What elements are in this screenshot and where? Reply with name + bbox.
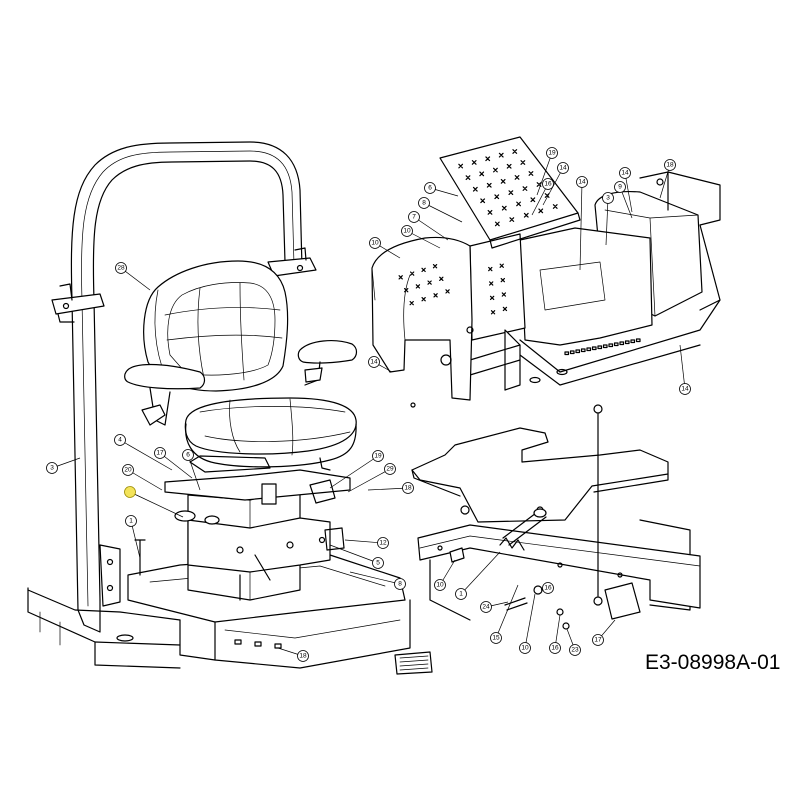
callout-28[interactable]: 28 xyxy=(115,262,151,291)
seat xyxy=(124,260,358,471)
callout-1[interactable]: 1 xyxy=(455,551,501,600)
callout-number: 15 xyxy=(492,635,500,642)
callout-number: 12 xyxy=(379,540,387,547)
callout-number: 28 xyxy=(117,265,125,272)
callout-number: 10 xyxy=(521,645,529,652)
callout-8[interactable]: 8 xyxy=(418,197,463,223)
callout-19[interactable]: 19 xyxy=(329,450,384,489)
perforation-pattern xyxy=(488,263,508,315)
callout-6[interactable]: 6 xyxy=(182,449,201,491)
callout-number: 6 xyxy=(186,452,190,459)
callout-19[interactable]: 19 xyxy=(536,147,558,196)
callout-number: 18 xyxy=(666,162,674,169)
callout-number: 17 xyxy=(594,637,602,644)
callout-24[interactable]: 24 xyxy=(480,601,509,613)
callout-number: 1 xyxy=(459,591,463,598)
callout-number: 14 xyxy=(621,170,629,177)
callout-number: 14 xyxy=(681,386,689,393)
callout-number: 14 xyxy=(370,359,378,366)
callout-number: 1 xyxy=(129,518,133,525)
callout-number: 16 xyxy=(551,645,559,652)
callout-10[interactable]: 10 xyxy=(434,559,456,591)
callout-number: 7 xyxy=(412,214,416,221)
seat-suspension xyxy=(134,455,351,601)
callout-number: 24 xyxy=(482,604,490,611)
callout-16[interactable]: 16 xyxy=(549,614,561,654)
perforation-pattern xyxy=(458,149,558,227)
callout-number: 6 xyxy=(428,185,432,192)
chassis-upper xyxy=(371,136,721,408)
callout-number: 5 xyxy=(376,560,380,567)
callout-number: 19 xyxy=(374,453,382,460)
perforation-pattern xyxy=(398,264,450,306)
callout-16[interactable]: 16 xyxy=(531,178,554,216)
callout-4[interactable]: 4 xyxy=(114,434,173,471)
callout-14[interactable]: 14 xyxy=(576,176,588,271)
callout-10[interactable]: 10 xyxy=(369,237,401,259)
callout-number: 18 xyxy=(404,485,412,492)
callout-number: 14 xyxy=(559,165,567,172)
callout-12[interactable]: 12 xyxy=(344,537,389,549)
callout-14[interactable]: 14 xyxy=(542,162,569,206)
callout-10[interactable]: 10 xyxy=(519,593,536,654)
callout-18[interactable]: 18 xyxy=(367,482,414,494)
callout-17[interactable]: 17 xyxy=(154,447,193,479)
callout-number: 20 xyxy=(124,467,132,474)
callout-number: 3 xyxy=(50,465,54,472)
callout-number: 16 xyxy=(544,181,552,188)
callout-18[interactable]: 18 xyxy=(277,647,309,662)
callout-number: 8 xyxy=(422,200,426,207)
callout-29[interactable]: 29 xyxy=(347,463,396,493)
callout-number: 10 xyxy=(403,228,411,235)
callout-number: 9 xyxy=(618,184,622,191)
callout-number: 29 xyxy=(386,466,394,473)
callout-3[interactable]: 3 xyxy=(46,457,81,474)
callout-23[interactable]: 23 xyxy=(566,628,581,656)
callout-number: 19 xyxy=(548,150,556,157)
callouts: 3 28 4 17 20 6 1 19 29 18 12 5 8 18 19 1… xyxy=(46,147,691,662)
mower-deck xyxy=(27,587,181,669)
callout-7[interactable]: 7 xyxy=(408,211,449,241)
callout-number: 23 xyxy=(571,647,579,654)
callout-9[interactable]: 9 xyxy=(614,181,633,219)
callout-8[interactable]: 8 xyxy=(349,571,406,590)
callout-20[interactable]: 20 xyxy=(122,464,163,491)
callout-3[interactable]: 3 xyxy=(602,192,614,246)
grille-slots xyxy=(564,338,641,356)
callout-10[interactable]: 10 xyxy=(401,225,441,249)
callout-14[interactable]: 14 xyxy=(368,356,393,373)
callout-highlighted[interactable] xyxy=(124,486,184,518)
seat-pivot-bracket xyxy=(411,404,701,630)
callout-number: 18 xyxy=(299,653,307,660)
callout-14[interactable]: 14 xyxy=(679,344,691,395)
callout-number: 4 xyxy=(118,437,122,444)
callout-17[interactable]: 17 xyxy=(592,619,616,646)
callout-number: 3 xyxy=(606,195,610,202)
callout-5[interactable]: 5 xyxy=(329,544,384,569)
callout-16[interactable]: 16 xyxy=(540,582,554,594)
callout-number: 16 xyxy=(544,585,552,592)
callout-number: 10 xyxy=(371,240,379,247)
callout-1[interactable]: 1 xyxy=(125,515,141,559)
callout-number: 8 xyxy=(398,581,402,588)
callout-15[interactable]: 15 xyxy=(490,584,519,644)
callout-number: 14 xyxy=(578,179,586,186)
callout-number: 10 xyxy=(436,582,444,589)
callout-number: 17 xyxy=(156,450,164,457)
callout-6[interactable]: 6 xyxy=(424,182,459,197)
callout-14[interactable]: 14 xyxy=(619,167,633,213)
reference-code: E3-08998A-01 xyxy=(645,651,780,674)
callout-18[interactable]: 18 xyxy=(659,159,676,199)
